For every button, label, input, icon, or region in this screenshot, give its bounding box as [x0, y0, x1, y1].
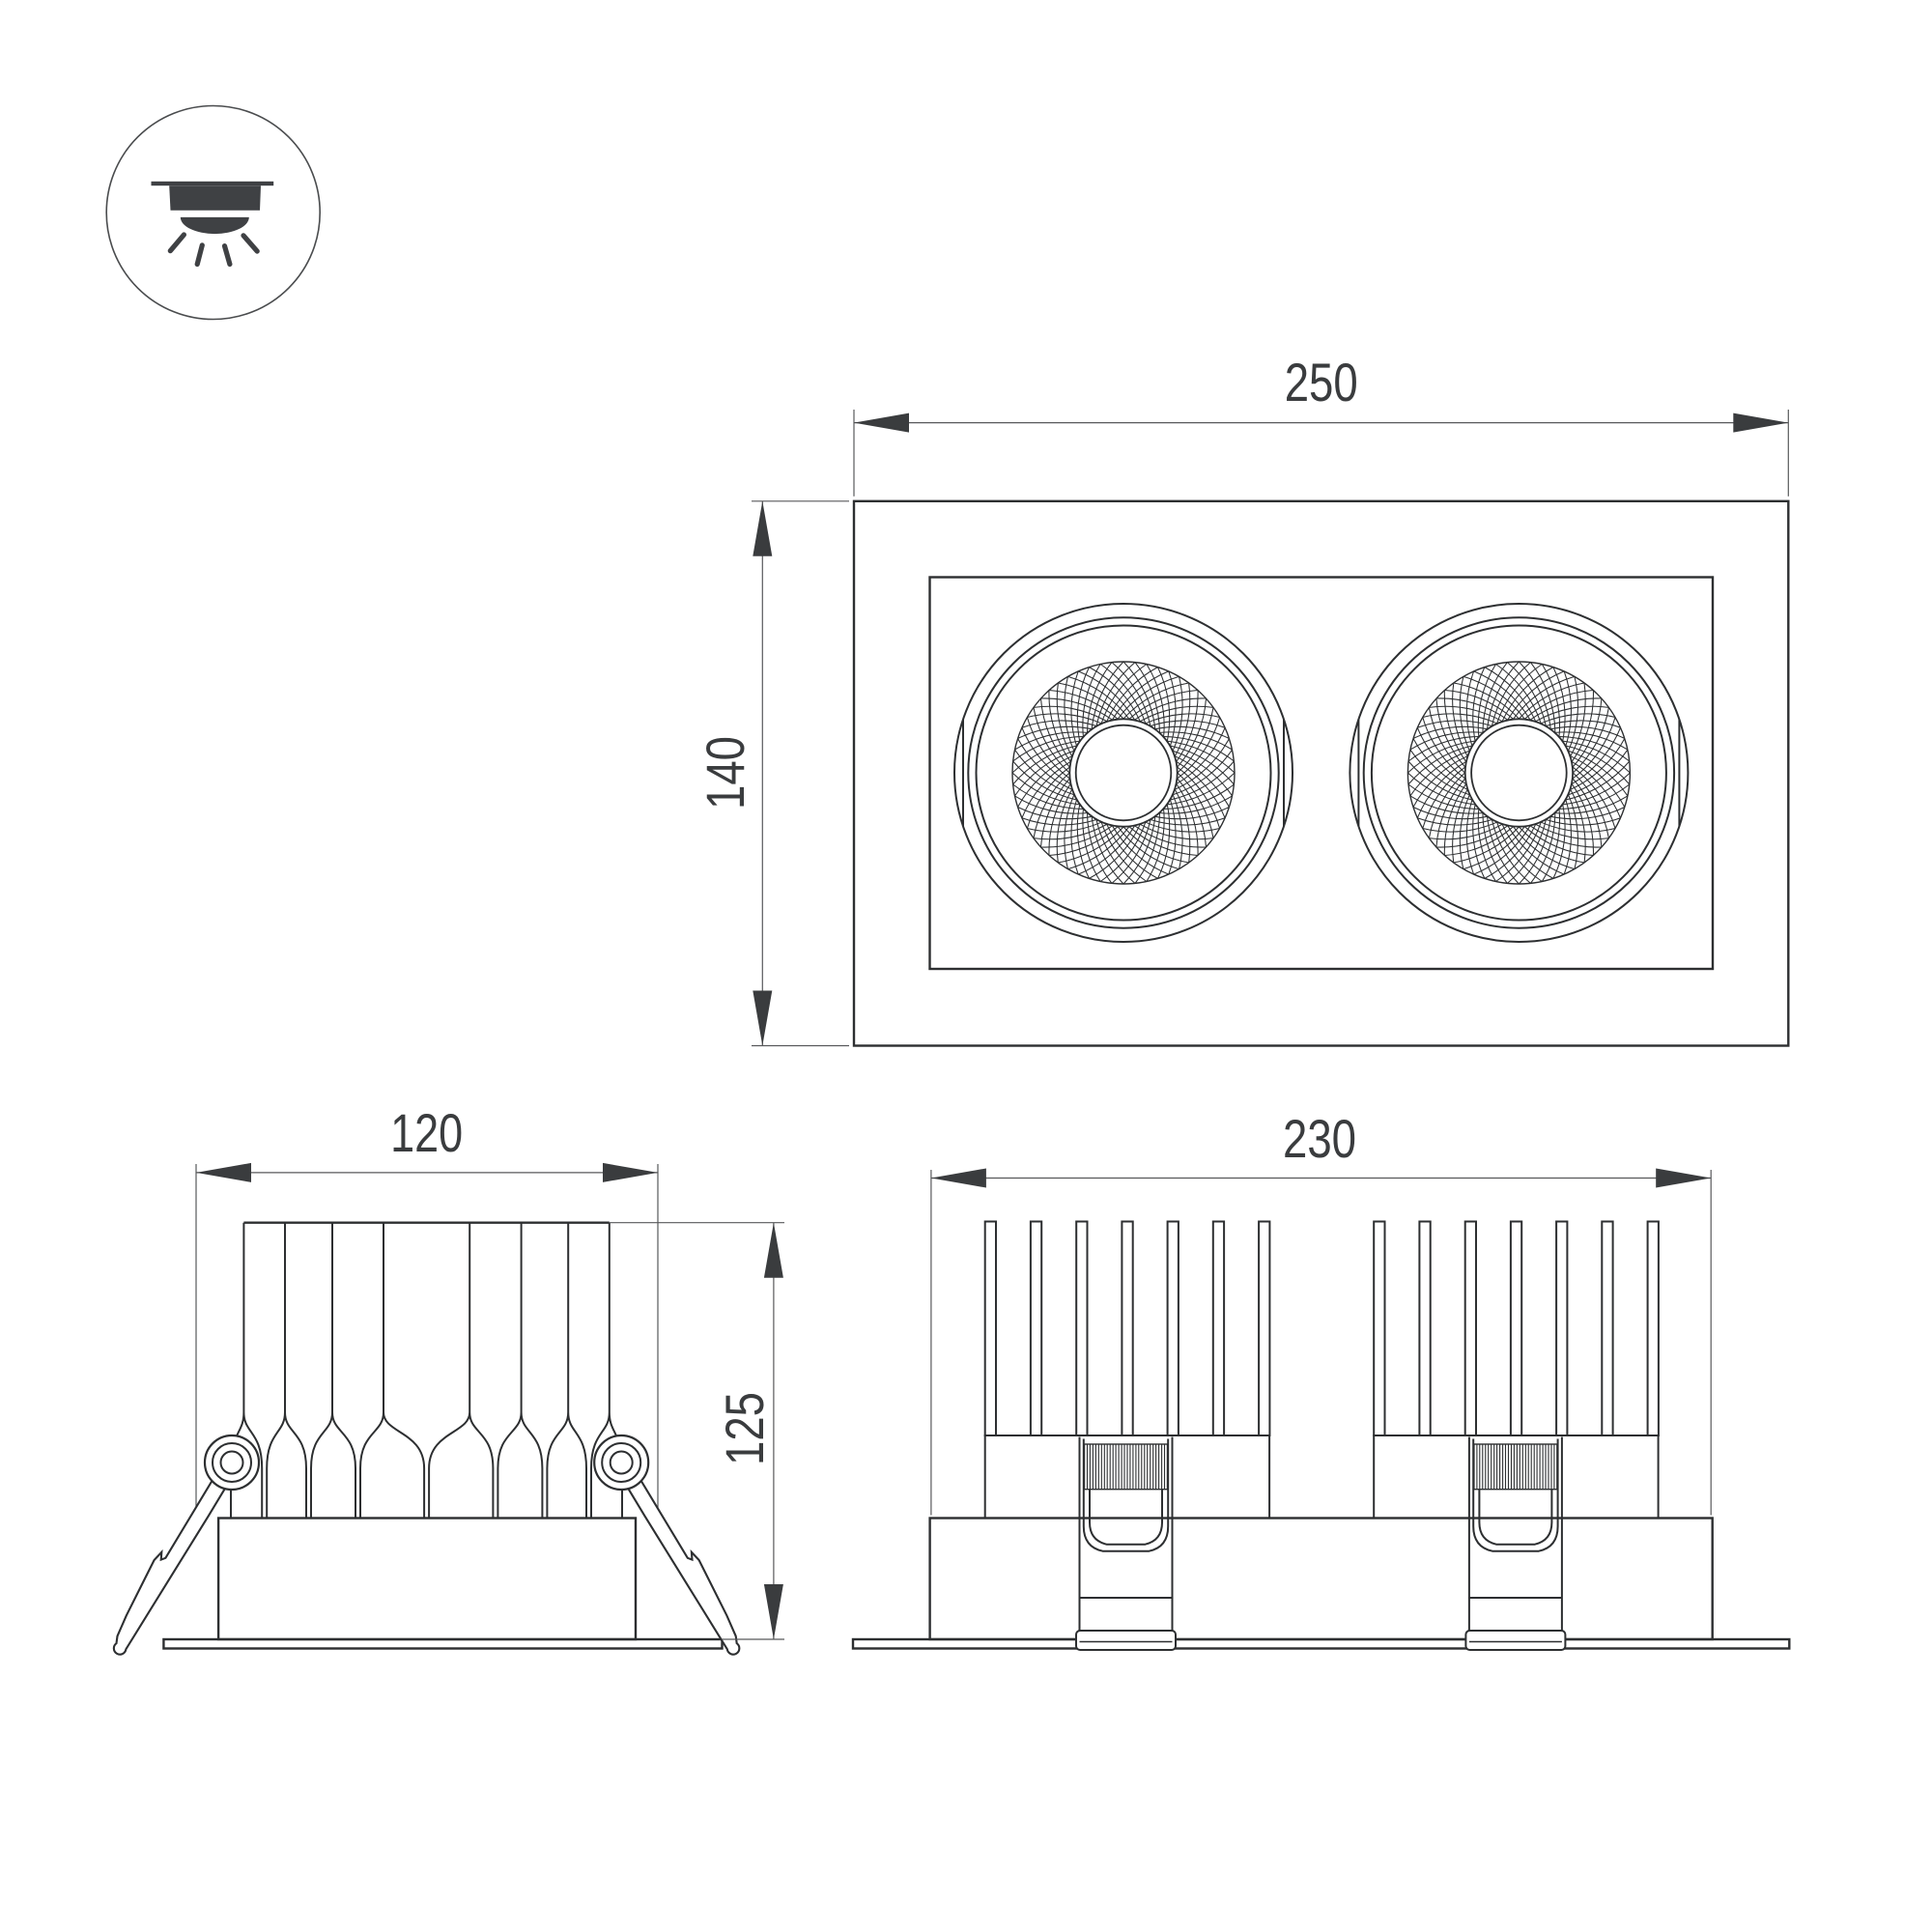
svg-text:140: 140: [695, 736, 755, 810]
svg-text:230: 230: [1283, 1108, 1356, 1169]
svg-text:120: 120: [390, 1102, 463, 1163]
svg-text:125: 125: [714, 1392, 775, 1465]
svg-text:250: 250: [1285, 352, 1358, 412]
